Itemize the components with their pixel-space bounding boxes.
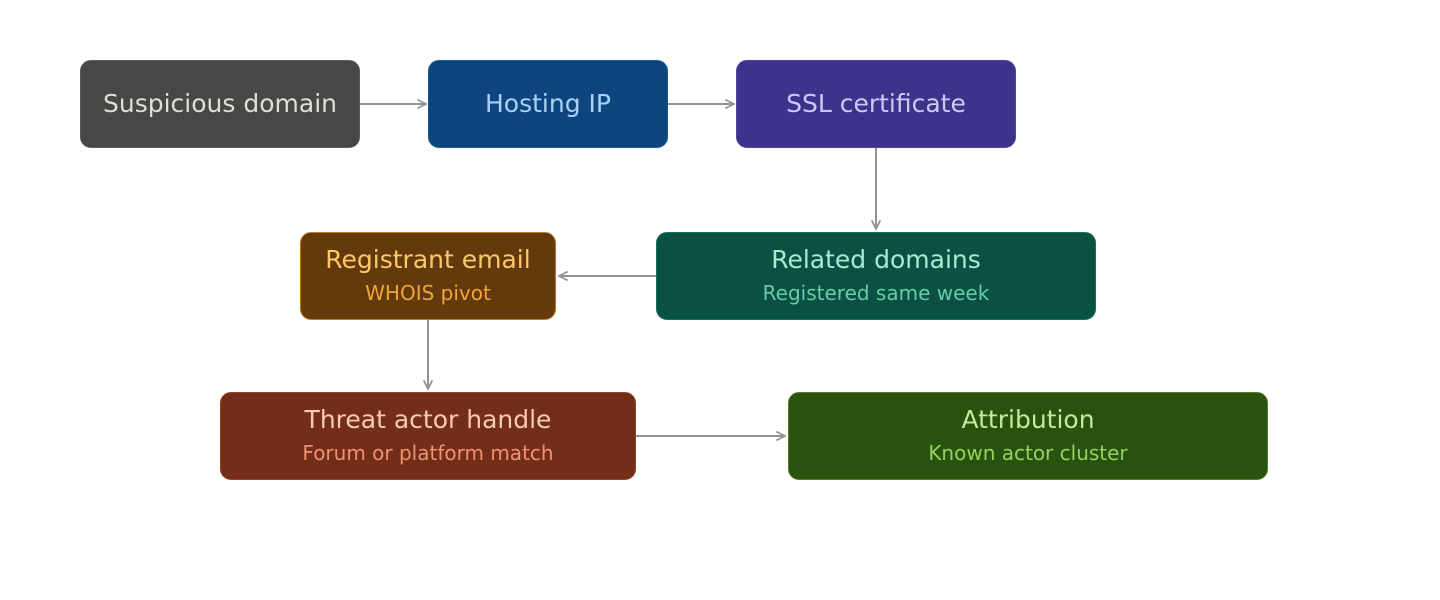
node-threat-actor-handle: Threat actor handle Forum or platform ma…	[220, 392, 636, 480]
node-title: Attribution	[961, 405, 1095, 434]
node-subtitle: WHOIS pivot	[365, 281, 491, 305]
node-suspicious-domain: Suspicious domain	[80, 60, 360, 148]
node-subtitle: Forum or platform match	[302, 441, 554, 465]
node-subtitle: Known actor cluster	[928, 441, 1128, 465]
node-title: Hosting IP	[485, 89, 611, 118]
node-title: Threat actor handle	[304, 405, 552, 434]
node-title: Suspicious domain	[103, 89, 337, 118]
node-hosting-ip: Hosting IP	[428, 60, 668, 148]
node-related-domains: Related domains Registered same week	[656, 232, 1096, 320]
node-registrant-email: Registrant email WHOIS pivot	[300, 232, 556, 320]
node-subtitle: Registered same week	[762, 281, 990, 305]
node-attribution: Attribution Known actor cluster	[788, 392, 1268, 480]
node-title: Related domains	[771, 245, 981, 274]
node-ssl-certificate: SSL certificate	[736, 60, 1016, 148]
node-title: Registrant email	[325, 245, 531, 274]
node-title: SSL certificate	[786, 89, 966, 118]
